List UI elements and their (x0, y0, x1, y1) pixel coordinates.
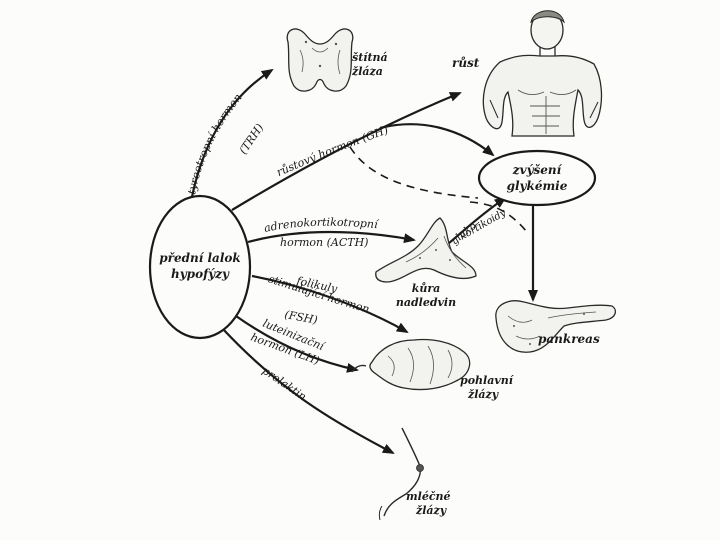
arrow-growth (231, 91, 462, 211)
hormone-acth-line2: hormon (ACTH) (280, 236, 368, 249)
hormone-tsh-line2: (TRH) (237, 121, 267, 156)
arrow-thyroid (188, 68, 274, 208)
hormone-gluco-line2: kortikoidy (458, 207, 508, 242)
dashed-feedback-gh (349, 146, 479, 199)
thyroid-label-2: žláza (351, 65, 383, 78)
arrow-adrenal (247, 230, 416, 244)
dashed-feedback-gluco (469, 201, 528, 233)
mammary-label-1: mléčné (406, 490, 451, 503)
pituitary-label-1: přední lalok (159, 251, 240, 265)
pituitary-node (148, 194, 252, 340)
adrenal-label-1: kůra (412, 282, 441, 295)
thyroid-label-1: štítná (352, 51, 388, 64)
hormone-fsh-line3: (FSH) (283, 308, 318, 327)
gonads-label-2: žlázy (467, 388, 500, 401)
pancreas-label: pankreas (538, 332, 600, 346)
growth-label: růst (452, 56, 480, 70)
glycemia-label-2: glykémie (507, 179, 568, 193)
gonads-label-1: pohlavní (460, 374, 515, 387)
gonads-illustration (351, 338, 471, 391)
glycemia-node (477, 149, 597, 207)
arrow-mammary (221, 327, 395, 454)
thyroid-gland-illustration (286, 28, 354, 92)
hormone-tsh-line1: tyreotropní hormon (185, 91, 244, 196)
glycemia-label-1: zvýšení (512, 163, 563, 177)
adrenal-cortex-illustration (375, 217, 477, 283)
arrow-gonads-lh (235, 315, 359, 373)
hormone-prolactin: prolaktin (260, 364, 309, 403)
adrenal-label-2: nadledvin (396, 296, 456, 309)
pancreas-illustration (495, 300, 617, 353)
arrow-gonads-fsh (251, 274, 409, 333)
pituitary-label-2: hypofýzy (171, 267, 230, 281)
arrow-gluco-to-glycemia (447, 196, 507, 245)
mammary-gland-illustration (378, 427, 424, 521)
arrow-glycemia (379, 123, 495, 157)
human-torso-illustration (482, 10, 603, 137)
mammary-label-2: žlázy (415, 504, 448, 517)
